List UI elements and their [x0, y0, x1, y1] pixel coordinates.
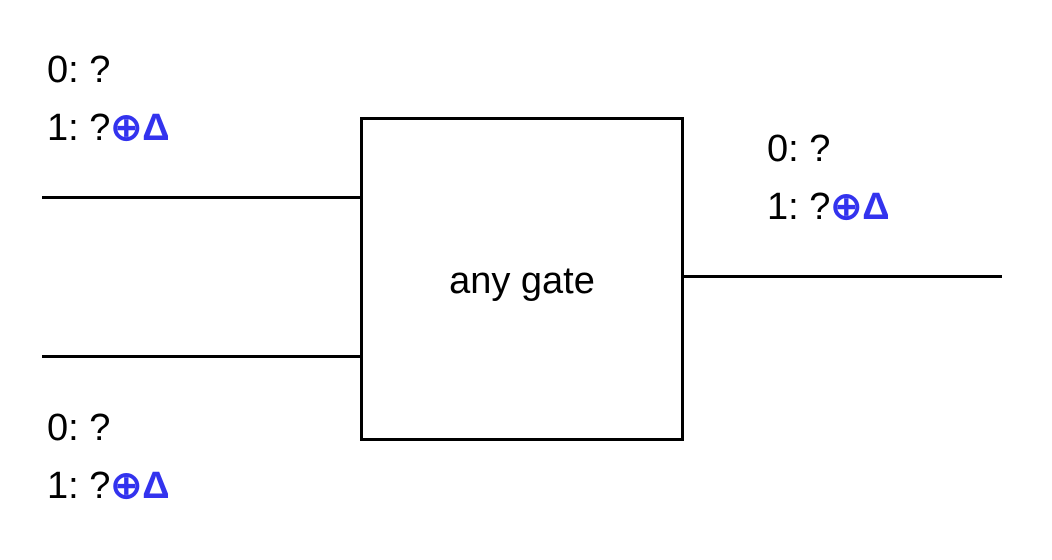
input-top-one-prefix: 1: ?	[47, 107, 111, 149]
input-top-zero-label: 0: ?	[47, 49, 111, 91]
input-bottom-one-label: 1: ?⊕Δ	[47, 457, 170, 515]
output-zero-label: 0: ?	[767, 128, 831, 170]
output-labels: 0: ? 1: ?⊕Δ	[767, 120, 890, 236]
input-bottom-labels: 0: ? 1: ?⊕Δ	[47, 399, 170, 515]
output-delta: ⊕Δ	[830, 186, 890, 228]
input-top-labels: 0: ? 1: ?⊕Δ	[47, 41, 170, 157]
input-top-one-label: 1: ?⊕Δ	[47, 99, 170, 157]
input-bottom-delta: ⊕Δ	[110, 465, 170, 507]
gate-box: any gate	[360, 117, 684, 441]
input-bottom-one-prefix: 1: ?	[47, 465, 111, 507]
output-wire	[680, 275, 1002, 278]
gate-label: any gate	[449, 260, 595, 302]
input-bottom-zero-label: 0: ?	[47, 407, 111, 449]
input-wire-bottom	[42, 355, 362, 358]
input-wire-top	[42, 196, 362, 199]
input-top-delta: ⊕Δ	[110, 107, 170, 149]
output-one-label: 1: ?⊕Δ	[767, 178, 890, 236]
output-one-prefix: 1: ?	[767, 186, 831, 228]
